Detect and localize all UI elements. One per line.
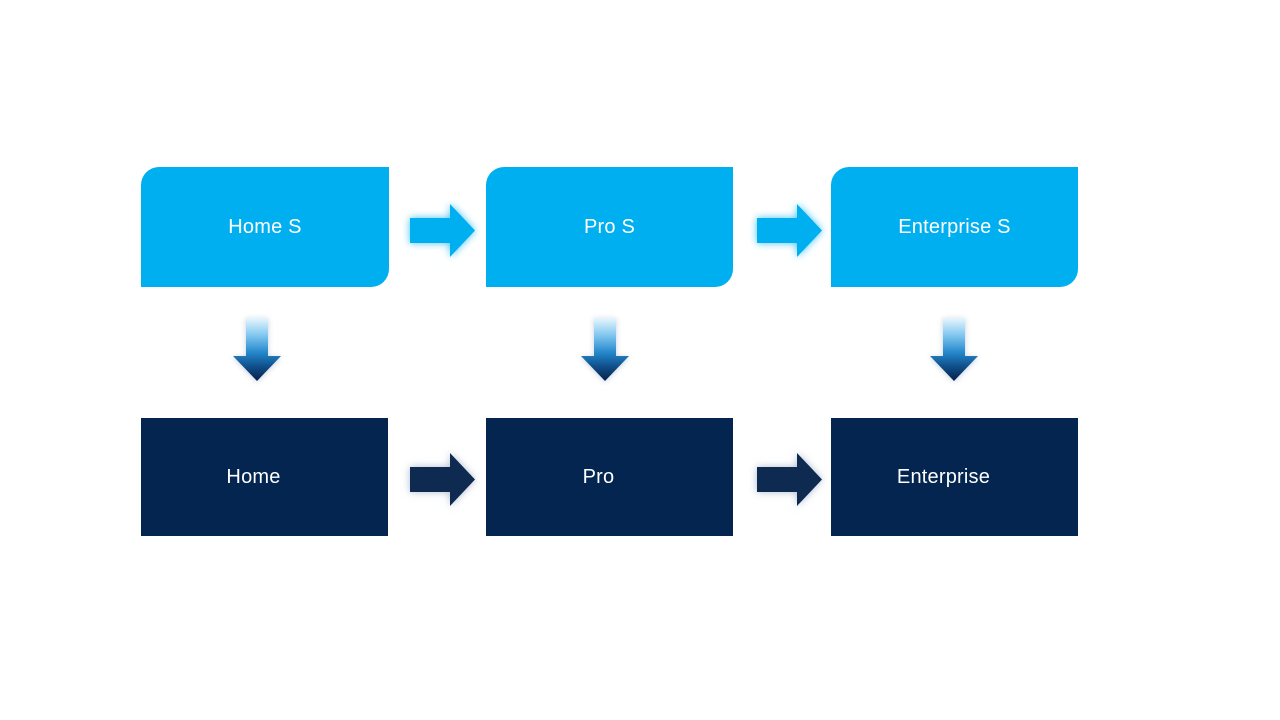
node-home-s: Home S [141, 167, 389, 287]
node-home-label: Home [226, 465, 281, 488]
node-enterprise-s: Enterprise S [831, 167, 1078, 287]
down-arrow-icon-enterprise-s-to-enterprise [930, 318, 978, 381]
node-pro-s-label: Pro S [583, 215, 636, 238]
node-pro-s: Pro S [486, 167, 733, 287]
node-pro: Pro [486, 418, 733, 536]
down-arrow-icon-home-s-to-home [233, 318, 281, 381]
node-home-s-label: Home S [228, 215, 302, 238]
node-home: Home [141, 418, 388, 536]
right-arrow-icon-home-to-pro [410, 453, 475, 506]
right-arrow-icon-home-s-to-pro-s [410, 204, 475, 257]
node-pro-label: Pro [582, 465, 615, 488]
node-enterprise: Enterprise [831, 418, 1078, 536]
node-enterprise-label: Enterprise [896, 465, 991, 488]
right-arrow-icon-pro-to-enterprise [757, 453, 822, 506]
down-arrow-icon-pro-s-to-pro [581, 318, 629, 381]
node-enterprise-s-label: Enterprise S [898, 215, 1011, 238]
right-arrow-icon-pro-s-to-enterprise-s [757, 204, 822, 257]
